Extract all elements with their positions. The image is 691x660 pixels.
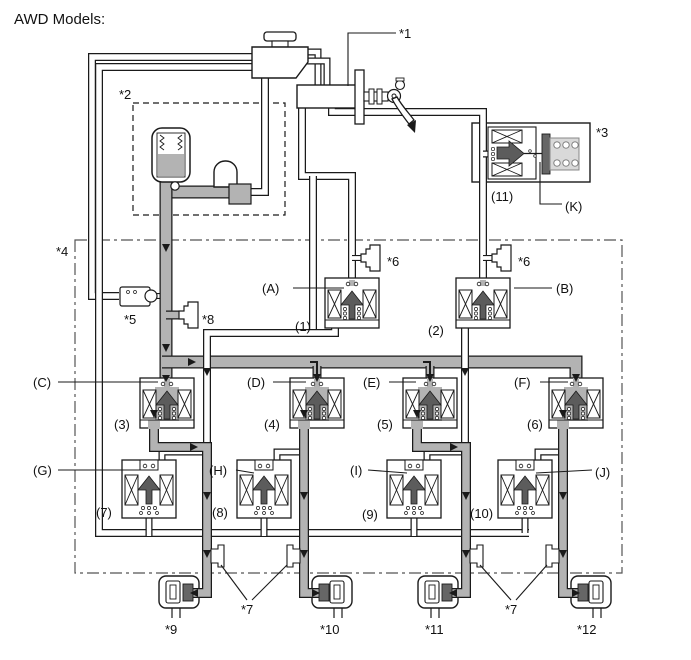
label-star-2: *2 <box>119 87 131 102</box>
label-num-7: (7) <box>96 505 112 520</box>
label-num-9: (9) <box>362 507 378 522</box>
check-valve-icon <box>170 181 180 191</box>
pump-elbow <box>228 183 252 205</box>
label-D: (D) <box>247 375 265 390</box>
damper-icon <box>210 544 225 568</box>
page-title: AWD Models: <box>14 11 105 28</box>
reservoir-cap <box>263 31 297 42</box>
brake-pedal <box>391 96 416 133</box>
label-star-6a: *6 <box>387 254 399 269</box>
leader-lines <box>58 32 593 601</box>
accumulator-spring-icon <box>177 134 183 151</box>
pedal-stroke-arrow-icon <box>407 120 416 133</box>
reservoir <box>251 31 309 79</box>
accumulator-spring-icon <box>159 134 165 151</box>
wheel-cylinder-bodies <box>158 575 612 609</box>
valve-8-pressure-reduction <box>236 459 292 519</box>
label-star-6b: *6 <box>518 254 530 269</box>
label-star-11: *11 <box>425 622 444 637</box>
pedal-bracket <box>354 69 365 125</box>
accumulator <box>151 127 191 183</box>
valve-1-master-cut <box>324 277 380 329</box>
label-num-2: (2) <box>428 323 444 338</box>
label-A: (A) <box>262 281 279 296</box>
pump-unit-dashed-box <box>132 102 286 216</box>
label-star-4: *4 <box>56 244 68 259</box>
label-num-1: (1) <box>295 319 311 334</box>
pushrod <box>363 91 389 102</box>
label-num-4: (4) <box>264 417 280 432</box>
damper-icon <box>286 544 301 568</box>
label-star-5: *5 <box>124 312 136 327</box>
label-star-9: *9 <box>165 622 177 637</box>
pipes-white-bridging <box>203 326 469 449</box>
valve-10-pressure-reduction <box>497 459 553 519</box>
damper-icon <box>469 544 484 568</box>
label-num-6: (6) <box>527 417 543 432</box>
valve-2-master-cut <box>455 277 511 329</box>
label-G: (G) <box>33 463 52 478</box>
label-num-10: (10) <box>470 506 493 521</box>
label-num-8: (8) <box>212 505 228 520</box>
label-star-7a: *7 <box>241 602 253 617</box>
label-num-5: (5) <box>377 417 393 432</box>
label-star-12: *12 <box>577 622 597 637</box>
relief-valve <box>119 286 158 307</box>
label-num-3: (3) <box>114 417 130 432</box>
label-F: (F) <box>514 375 531 390</box>
label-star-10: *10 <box>320 622 340 637</box>
label-E: (E) <box>363 375 380 390</box>
label-K: (K) <box>565 199 582 214</box>
valve-9-pressure-reduction <box>386 459 442 519</box>
wheel-cylinder-details <box>165 580 604 618</box>
valve-4-pressure-increase <box>289 377 345 660</box>
actuator-dashdot-box <box>74 239 623 574</box>
pressure-sensor-icon <box>360 244 381 272</box>
label-star-1: *1 <box>399 26 411 41</box>
valve-11-simulator-cut <box>487 126 580 180</box>
label-B: (B) <box>556 281 573 296</box>
label-star-7b: *7 <box>505 602 517 617</box>
label-num-11: (11) <box>491 189 513 204</box>
stroke-simulator <box>541 133 580 175</box>
flow-arrows <box>150 244 580 597</box>
accumulator-pressure-sensor-icon <box>178 301 199 329</box>
pump <box>170 160 252 205</box>
label-C: (C) <box>33 375 51 390</box>
valve-7-pressure-reduction <box>121 459 177 519</box>
master-cylinder <box>296 69 416 133</box>
label-H: (H) <box>209 463 227 478</box>
damper-icon <box>545 544 560 568</box>
label-I: (I) <box>350 463 362 478</box>
pressure-sensor-icon <box>491 244 512 272</box>
label-star-3: *3 <box>596 125 608 140</box>
label-J: (J) <box>595 465 610 480</box>
valve-6-pressure-increase <box>548 377 604 660</box>
label-star-8: *8 <box>202 312 214 327</box>
